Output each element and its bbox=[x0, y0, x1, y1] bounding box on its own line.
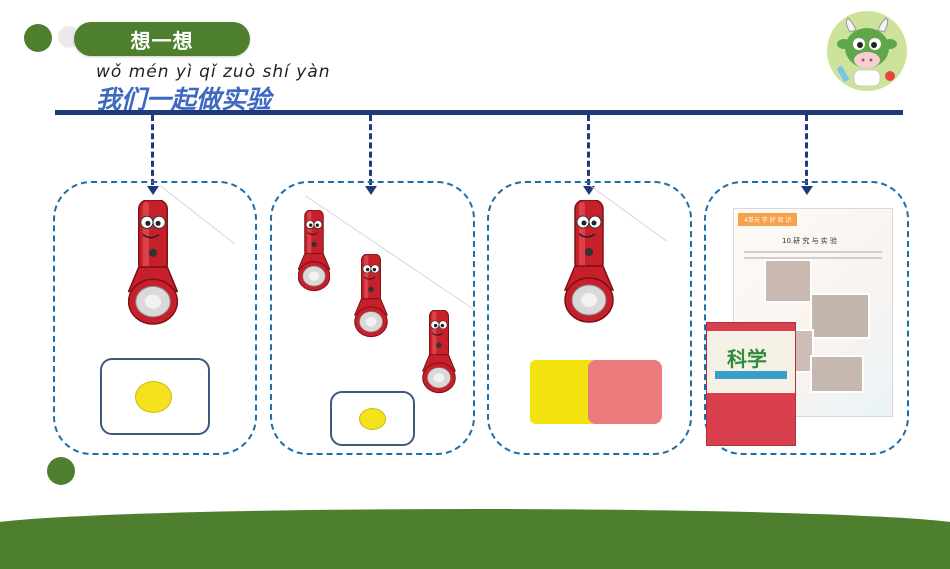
experiment-panel-4 bbox=[704, 181, 909, 455]
flashlight-icon bbox=[297, 209, 331, 292]
cover-band bbox=[707, 331, 795, 393]
experiment-panel-2 bbox=[270, 181, 475, 455]
arrow-down-icon bbox=[147, 186, 159, 195]
arrow-down-icon bbox=[801, 186, 813, 195]
photo-thumbnail bbox=[810, 355, 864, 393]
text-line bbox=[744, 251, 882, 253]
pinyin-text: wǒ mén yì qǐ zuò shí yàn bbox=[96, 62, 331, 82]
connector-1 bbox=[151, 115, 154, 185]
flashlight-icon bbox=[564, 199, 614, 324]
connector-3 bbox=[587, 115, 590, 185]
flashlight-icon bbox=[127, 199, 179, 326]
light-spot bbox=[359, 408, 386, 430]
arrow-down-icon bbox=[365, 186, 377, 195]
cow-mascot-icon bbox=[826, 10, 908, 92]
connector-4 bbox=[805, 115, 808, 185]
photo-thumbnail bbox=[764, 259, 812, 303]
flashlight-icon bbox=[421, 309, 457, 394]
connector-2 bbox=[369, 115, 372, 185]
section-subtitle: 我们一起做实验 bbox=[96, 85, 272, 114]
experiment-panel-3 bbox=[487, 181, 692, 455]
arrow-down-icon bbox=[583, 186, 595, 195]
cover-title: 科学 bbox=[727, 347, 767, 371]
cover-stripe bbox=[715, 371, 787, 379]
page-heading: 10.研 究 与 实 验 bbox=[782, 237, 838, 245]
pink-filter bbox=[588, 360, 662, 424]
workbook-cover: 科学 bbox=[706, 322, 796, 446]
timeline-line bbox=[55, 110, 903, 115]
experiment-panel-1 bbox=[53, 181, 257, 455]
flashlight-icon bbox=[354, 253, 388, 338]
ground-band bbox=[0, 509, 950, 569]
page-title: 想一想 bbox=[74, 22, 250, 56]
decorative-dot-top bbox=[24, 24, 52, 52]
photo-thumbnail bbox=[810, 293, 870, 339]
projection-screen bbox=[330, 391, 415, 446]
light-spot bbox=[135, 381, 172, 413]
page-tag: 4单元 学 好 知 识 bbox=[738, 213, 798, 226]
text-line bbox=[744, 257, 882, 259]
decorative-dot-bottom bbox=[47, 457, 75, 485]
